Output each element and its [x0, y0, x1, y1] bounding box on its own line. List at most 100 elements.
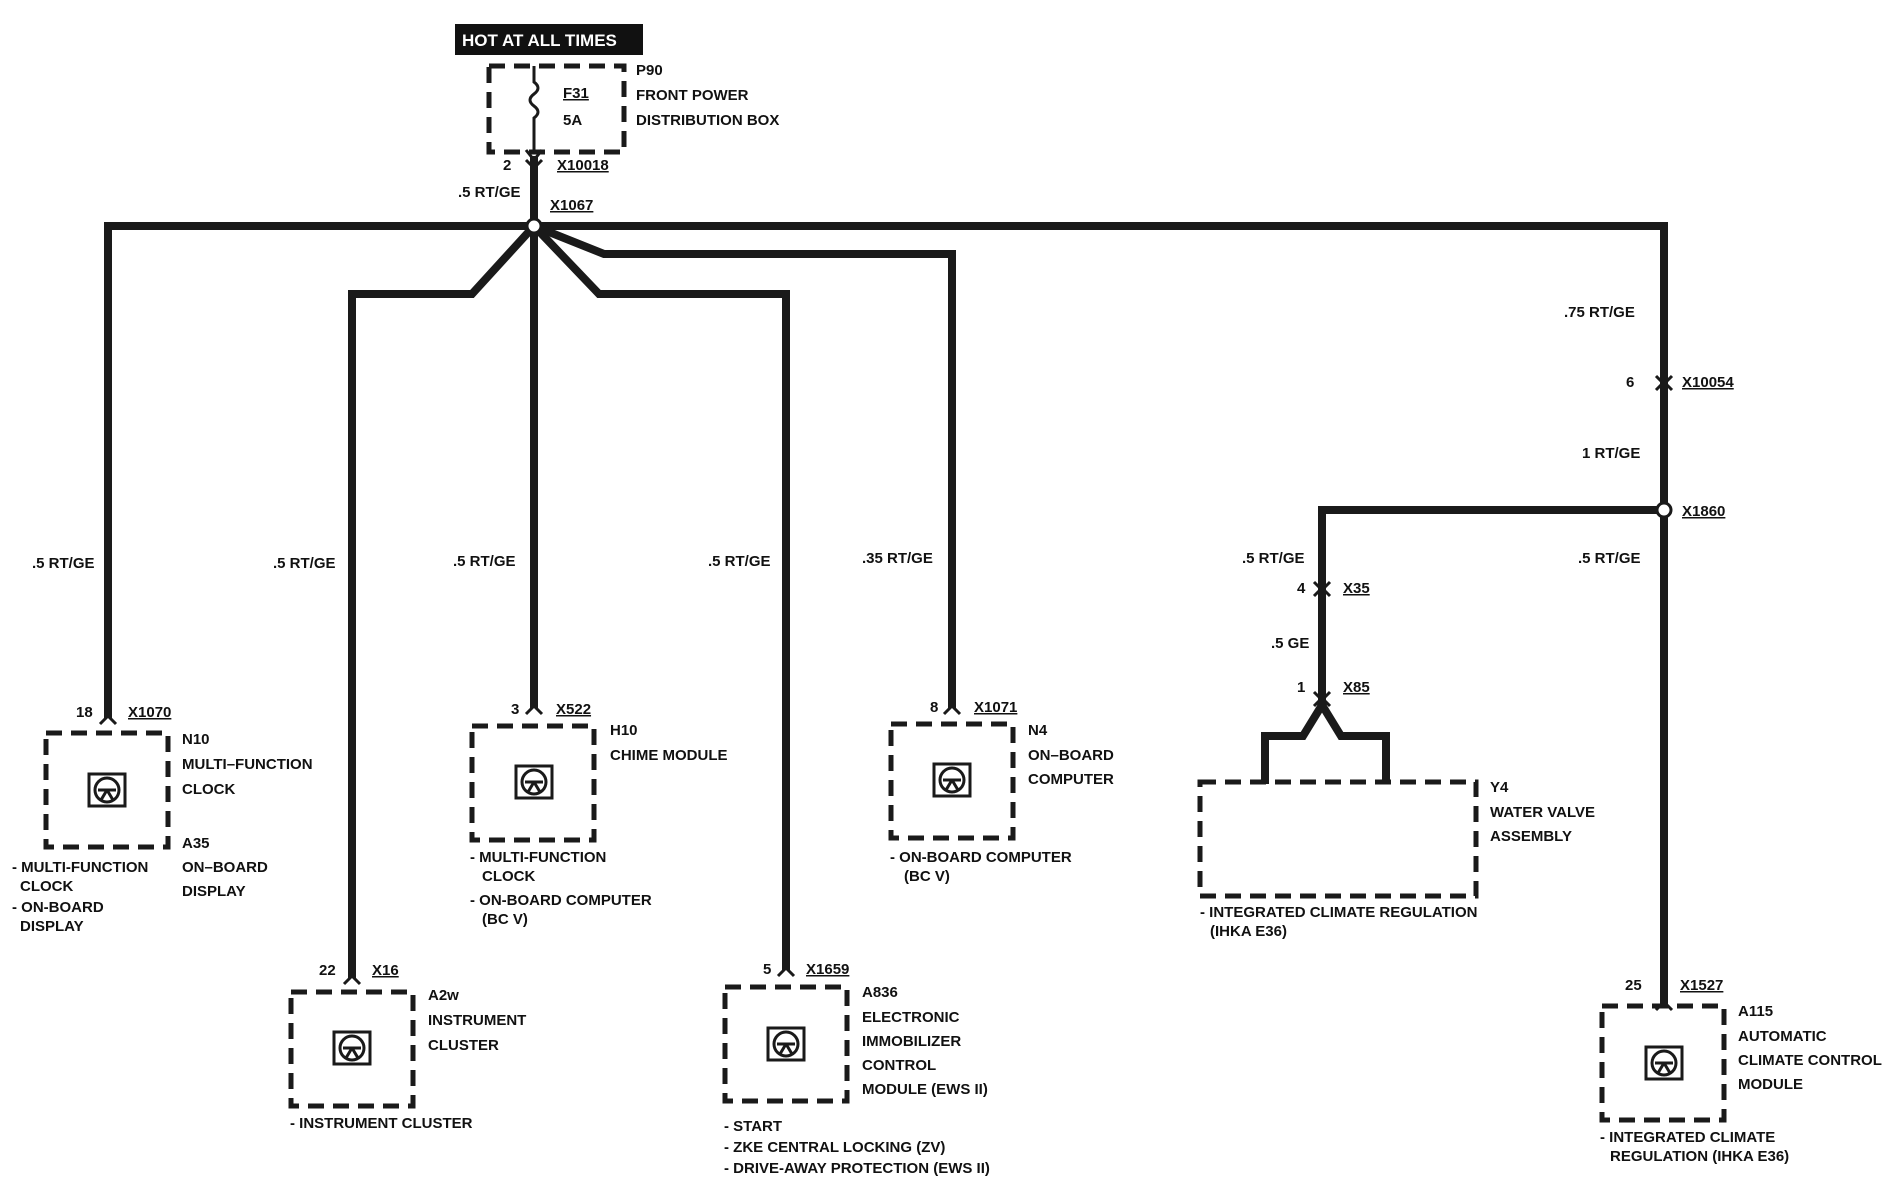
h10-ref2-line1: - ON-BOARD COMPUTER [470, 892, 652, 909]
fuse-box-p90: F31 5A P90 FRONT POWER DISTRIBUTION BOX … [486, 62, 779, 174]
h10-id: H10 [610, 722, 638, 739]
wire-labels: .5 RT/GE X1067 .5 RT/GE .5 RT/GE .5 RT/G… [32, 184, 1734, 696]
a8-wire-gauge: .5 RT/GE [708, 553, 771, 570]
a2w-wire-gauge: .5 RT/GE [273, 555, 336, 572]
connector-pin-icon [342, 973, 362, 986]
n10-name-line2: CLOCK [182, 781, 235, 798]
a115-ref1-line2: REGULATION (IHKA E36) [1610, 1148, 1789, 1165]
component-n4: 8 X1071 N4 ON–BOARD COMPUTER - ON-BOARD … [888, 699, 1114, 885]
a115-name-line2: CLIMATE CONTROL [1738, 1052, 1882, 1069]
fuse-box-name-line2: DISTRIBUTION BOX [636, 112, 779, 129]
ground-symbol-icon [514, 764, 554, 800]
main-wire-gauge: .5 RT/GE [458, 184, 521, 201]
h10-ref1-line2: CLOCK [482, 868, 535, 885]
fuse-box-pin: 2 [503, 157, 511, 174]
a8-ref3: - DRIVE-AWAY PROTECTION (EWS II) [724, 1160, 990, 1177]
connector-pin-icon [776, 965, 796, 978]
a115-ref1-line1: - INTEGRATED CLIMATE [1600, 1129, 1775, 1146]
wire-y4 [1318, 506, 1668, 709]
connector-pin-icon [524, 158, 544, 171]
y4-wire-mid-gauge: .5 GE [1271, 635, 1309, 652]
a2w-pin: 22 [319, 962, 336, 979]
component-a2w: 22 X16 A2w INSTRUMENT CLUSTER - INSTRUME… [288, 962, 526, 1132]
hot-at-all-times-banner: HOT AT ALL TIMES [455, 24, 643, 55]
a8-name-line3: CONTROL [862, 1057, 936, 1074]
component-h10: 3 X522 H10 CHIME MODULE - MULTI-FUNCTION… [469, 701, 728, 928]
splice-node-icon [525, 217, 543, 235]
a35-id: A35 [182, 835, 210, 852]
component-y4: Y4 WATER VALVE ASSEMBLY - INTEGRATED CLI… [1197, 779, 1595, 940]
n10-ref2-line2: DISPLAY [20, 918, 84, 935]
y4-pin-b: 1 [1297, 679, 1305, 696]
wire-y4-fork-right [1316, 699, 1390, 784]
connector-pin-icon [524, 149, 544, 163]
n10-ref1-line2: CLOCK [20, 878, 73, 895]
wire-a8 [528, 220, 790, 970]
ground-symbol-icon [332, 1030, 372, 1066]
a115-name-line3: MODULE [1738, 1076, 1803, 1093]
h10-wire-gauge: .5 RT/GE [453, 553, 516, 570]
a2w-ref1: - INSTRUMENT CLUSTER [290, 1115, 473, 1132]
ground-symbol-icon [87, 772, 127, 808]
connector-pin-icon [942, 703, 962, 716]
a8-name-line4: MODULE (EWS II) [862, 1081, 988, 1098]
n10-id: N10 [182, 731, 210, 748]
main-splice-id: X1067 [550, 197, 593, 214]
n4-connector: X1071 [974, 699, 1017, 716]
h10-ref1-line1: - MULTI-FUNCTION [470, 849, 606, 866]
a2w-id: A2w [428, 987, 459, 1004]
a115-id: A115 [1738, 1003, 1773, 1020]
a8-ref1: - START [724, 1118, 782, 1135]
n4-name-line1: ON–BOARD [1028, 747, 1114, 764]
a8-pin: 5 [763, 961, 771, 978]
n10-pin: 18 [76, 704, 93, 721]
a8-name-line1: ELECTRONIC [862, 1009, 960, 1026]
y4-connector-b: X85 [1343, 679, 1370, 696]
ground-symbol-icon [1644, 1045, 1684, 1081]
n4-wire-gauge: .35 RT/GE [862, 550, 933, 567]
connector-pin-icon [1312, 695, 1332, 708]
n10-ref1-line1: - MULTI-FUNCTION [12, 859, 148, 876]
a8-connector: X1659 [806, 961, 849, 978]
right-splice-id: X1860 [1682, 503, 1725, 520]
n4-id: N4 [1028, 722, 1048, 739]
y4-ref1-line2: (IHKA E36) [1210, 923, 1287, 940]
fuse-box-name-line1: FRONT POWER [636, 87, 749, 104]
a115-wire-gauge: .5 RT/GE [1578, 550, 1641, 567]
a8-name-line2: IMMOBILIZER [862, 1033, 961, 1050]
y4-name-line1: WATER VALVE [1490, 804, 1595, 821]
fuse-id: F31 [563, 85, 589, 102]
a35-name-line1: ON–BOARD [182, 859, 268, 876]
wire-a2w [348, 220, 540, 978]
h10-name-line1: CHIME MODULE [610, 747, 728, 764]
connector-pin-icon [1312, 585, 1332, 598]
a2w-name-line2: CLUSTER [428, 1037, 499, 1054]
a115-name-line1: AUTOMATIC [1738, 1028, 1827, 1045]
y4-connector-a: X35 [1343, 580, 1370, 597]
fuse-box-id: P90 [636, 62, 663, 79]
connector-pin-icon [98, 713, 118, 726]
fuse-rating: 5A [563, 112, 582, 129]
fuse-icon [528, 66, 540, 152]
n4-pin: 8 [930, 699, 938, 716]
h10-connector: X522 [556, 701, 591, 718]
n10-name-line1: MULTI–FUNCTION [182, 756, 313, 773]
n4-ref1-line2: (BC V) [904, 868, 950, 885]
component-a115: 25 X1527 A115 AUTOMATIC CLIMATE CONTROL … [1599, 977, 1882, 1165]
right-wire-mid-gauge: 1 RT/GE [1582, 445, 1640, 462]
a8-ref2: - ZKE CENTRAL LOCKING (ZV) [724, 1139, 945, 1156]
fuse-box-connector: X10018 [557, 157, 609, 174]
wire-n4 [528, 220, 956, 708]
wires [104, 156, 1668, 1004]
right-connector-a: X10054 [1682, 374, 1734, 391]
n10-ref2-line1: - ON-BOARD [12, 899, 104, 916]
right-wire-top-gauge: .75 RT/GE [1564, 304, 1635, 321]
n4-ref1-line1: - ON-BOARD COMPUTER [890, 849, 1072, 866]
a35-name-line2: DISPLAY [182, 883, 246, 900]
a2w-name-line1: INSTRUMENT [428, 1012, 526, 1029]
y4-name-line2: ASSEMBLY [1490, 828, 1572, 845]
h10-ref2-line2: (BC V) [482, 911, 528, 928]
n4-name-line2: COMPUTER [1028, 771, 1114, 788]
a8-id: A836 [862, 984, 898, 1001]
